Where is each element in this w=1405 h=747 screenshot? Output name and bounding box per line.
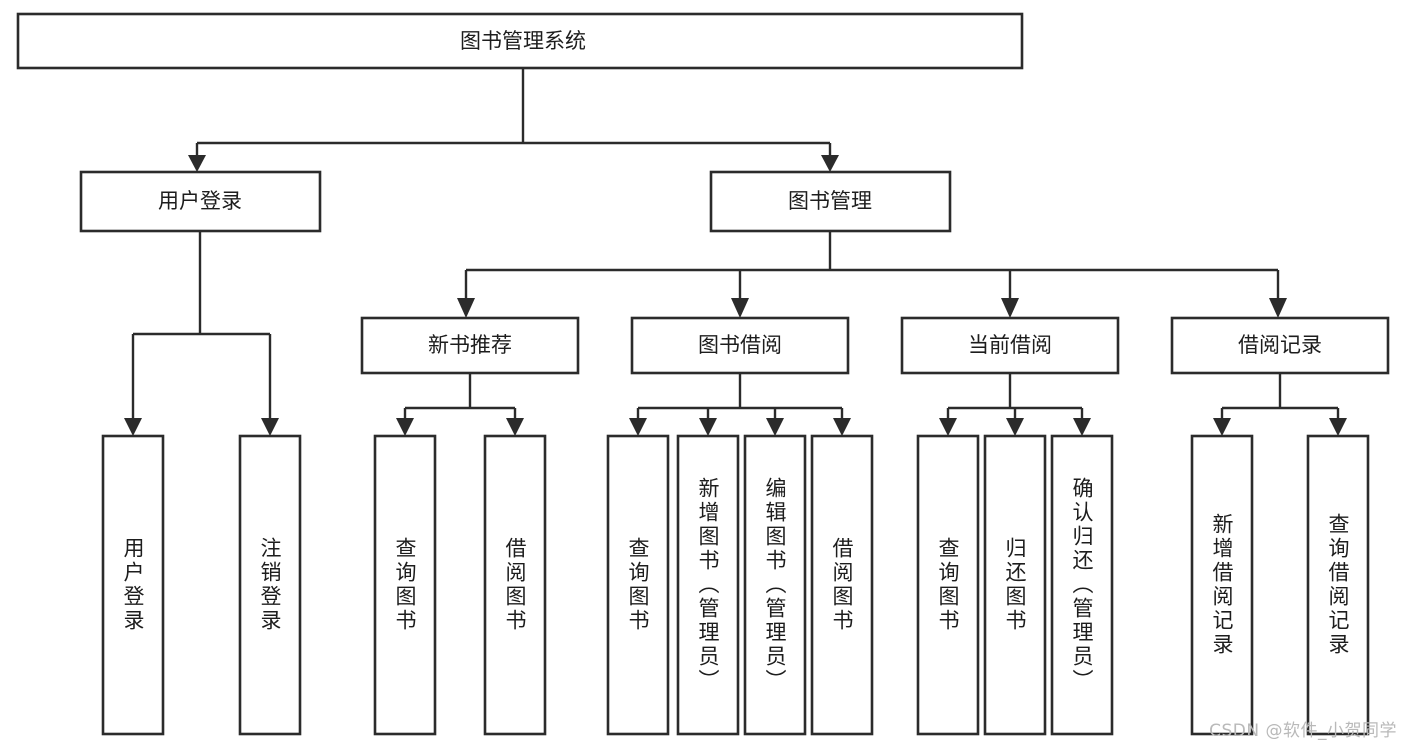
connector-root-to-level2 xyxy=(188,68,839,172)
leaf-box-borrow-book-rec[interactable] xyxy=(483,434,547,736)
leaf-box-confirm-return-admin[interactable] xyxy=(1050,434,1114,736)
arrow-head-icon xyxy=(261,418,279,436)
leaf-box-query-book-rec[interactable] xyxy=(373,434,437,736)
arrow-head-icon xyxy=(699,418,717,436)
node-book-management[interactable]: 图书管理 xyxy=(709,170,952,233)
arrow-head-icon xyxy=(396,418,414,436)
connector-book-manage-to-level3 xyxy=(457,231,1287,318)
node-root-system[interactable]: 图书管理系统 xyxy=(16,12,1024,70)
node-new-book-recommend[interactable]: 新书推荐 xyxy=(360,316,580,375)
arrow-head-icon xyxy=(833,418,851,436)
node-user-login[interactable]: 用户登录 xyxy=(79,170,322,233)
leaf-box-return-book[interactable] xyxy=(983,434,1047,736)
node-label-user-login: 用户登录 xyxy=(158,189,242,213)
connector-user-login-to-leaves xyxy=(124,231,279,436)
arrow-head-icon xyxy=(821,155,839,172)
connector-book-borrow-to-leaves xyxy=(629,373,851,436)
leaf-box-add-book-admin[interactable] xyxy=(676,434,740,736)
connector-current-borrow-to-leaves xyxy=(939,373,1091,436)
leaf-box-query-borrow-record[interactable] xyxy=(1306,434,1370,736)
node-label-book-borrow: 图书借阅 xyxy=(698,333,782,357)
arrow-head-icon xyxy=(188,155,206,172)
arrow-head-icon xyxy=(939,418,957,436)
arrow-head-icon xyxy=(506,418,524,436)
arrow-head-icon xyxy=(1001,298,1019,318)
node-label-book-management: 图书管理 xyxy=(788,189,872,213)
arrow-head-icon xyxy=(1329,418,1347,436)
node-label-root-system: 图书管理系统 xyxy=(460,29,586,53)
node-label-current-borrow: 当前借阅 xyxy=(968,333,1052,357)
arrow-head-icon xyxy=(457,298,475,318)
arrow-head-icon xyxy=(1213,418,1231,436)
arrow-head-icon xyxy=(766,418,784,436)
arrow-head-icon xyxy=(731,298,749,318)
leaf-box-query-book-current[interactable] xyxy=(916,434,980,736)
arrow-head-icon xyxy=(1073,418,1091,436)
connector-borrow-record-to-leaves xyxy=(1213,373,1347,436)
node-borrow-record[interactable]: 借阅记录 xyxy=(1170,316,1390,375)
leaf-box-edit-book-admin[interactable] xyxy=(743,434,807,736)
arrow-head-icon xyxy=(124,418,142,436)
arrow-head-icon xyxy=(1006,418,1024,436)
leaf-box-add-borrow-record[interactable] xyxy=(1190,434,1254,736)
watermark-text: CSDN @软件_小贺同学 xyxy=(1209,721,1397,741)
node-current-borrow[interactable]: 当前借阅 xyxy=(900,316,1120,375)
arrow-head-icon xyxy=(1269,298,1287,318)
connector-new-book-rec-to-leaves xyxy=(396,373,524,436)
node-label-borrow-record: 借阅记录 xyxy=(1238,333,1322,357)
node-book-borrow[interactable]: 图书借阅 xyxy=(630,316,850,375)
arrow-head-icon xyxy=(629,418,647,436)
leaf-box-borrow-book[interactable] xyxy=(810,434,874,736)
leaf-box-logout[interactable] xyxy=(238,434,302,736)
node-label-new-book-recommend: 新书推荐 xyxy=(428,333,512,357)
leaf-box-user-login[interactable] xyxy=(101,434,165,736)
leaf-box-query-book-borrow[interactable] xyxy=(606,434,670,736)
